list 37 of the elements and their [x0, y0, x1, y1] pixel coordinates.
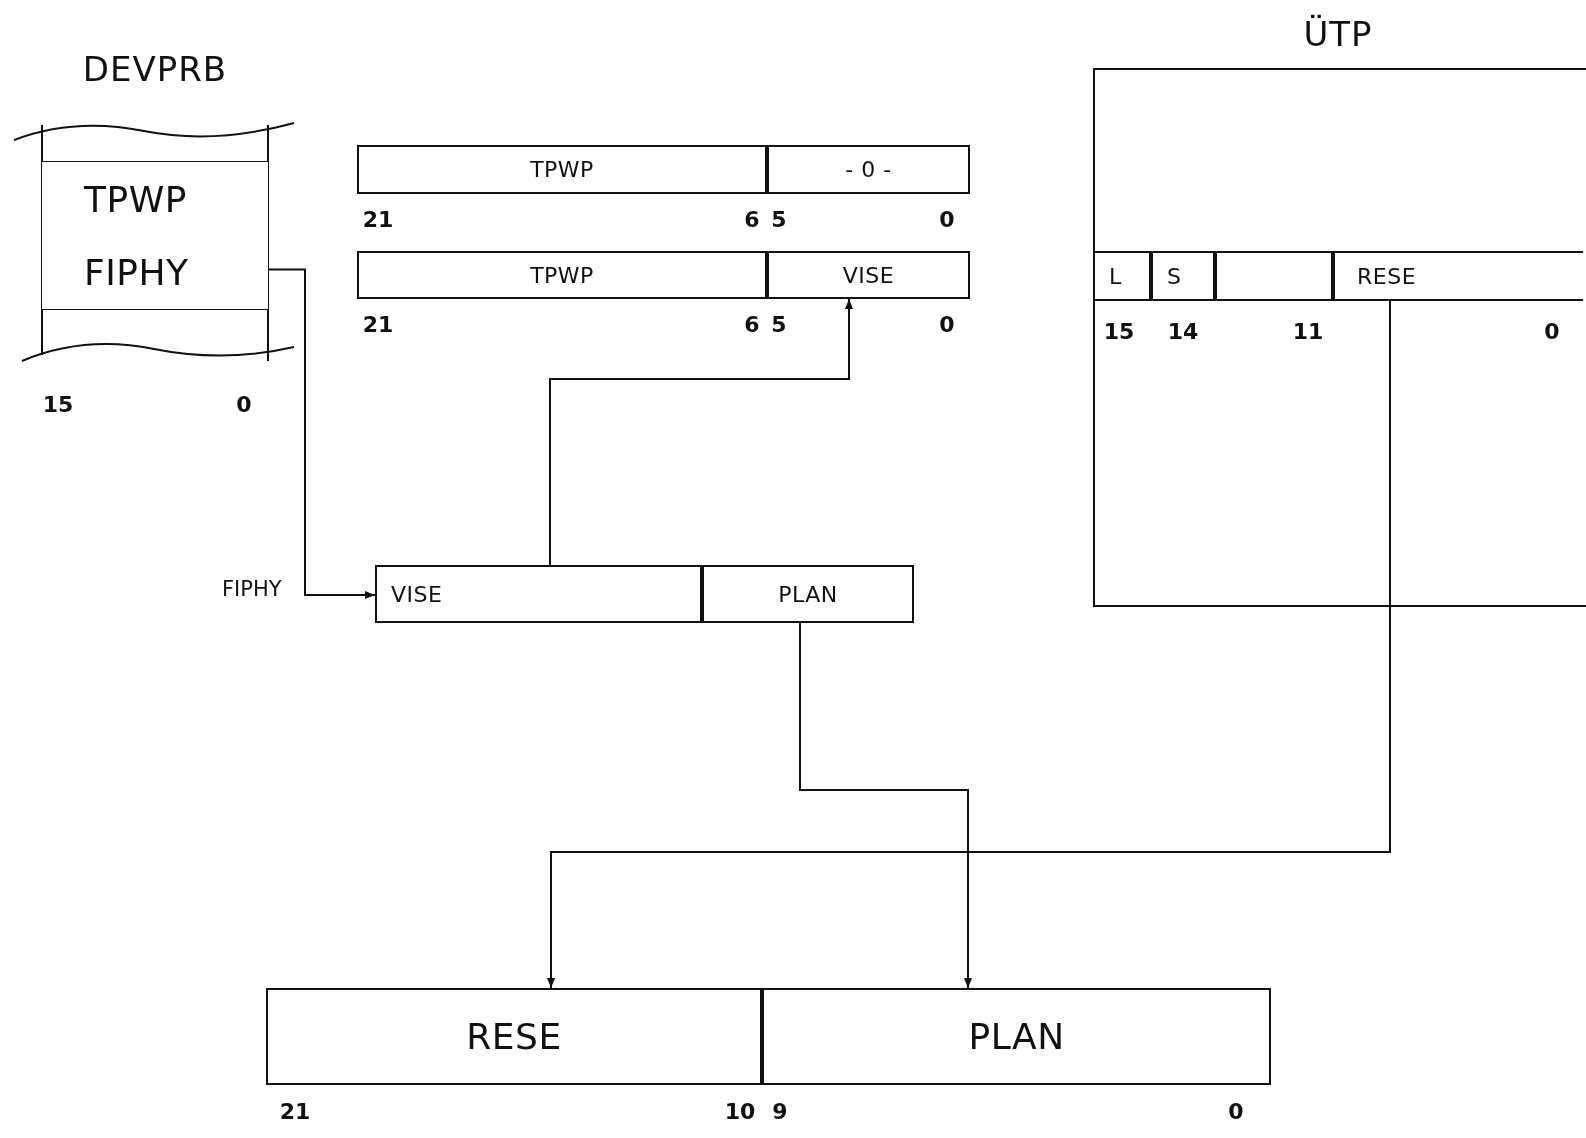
bit-number: 21	[362, 209, 394, 231]
register-field: VISE	[375, 565, 702, 623]
arrow	[549, 298, 853, 566]
register-field: RESE	[266, 988, 762, 1085]
bit-number: 21	[362, 314, 394, 336]
arrow	[267, 268, 376, 599]
stack-cell: FIPHY	[42, 236, 268, 309]
arrow	[799, 622, 972, 989]
register-field: TPWP	[357, 251, 767, 299]
block-title: DEVPRB	[81, 49, 229, 89]
arrow	[547, 300, 1391, 989]
register-field: TPWP	[357, 145, 767, 194]
bit-number: 15	[42, 394, 74, 416]
register-field: PLAN	[762, 988, 1271, 1085]
bit-number: 11	[1292, 321, 1324, 343]
register-field: RESE	[1333, 251, 1583, 301]
bit-number: 0	[939, 209, 955, 231]
bit-number: 14	[1167, 321, 1199, 343]
bit-number: 6	[744, 209, 760, 231]
bit-number: 15	[1103, 321, 1135, 343]
register-field: VISE	[767, 251, 970, 299]
bit-number: 5	[771, 314, 787, 336]
bit-number: 9	[772, 1101, 788, 1123]
block-title: ÜTP	[1302, 14, 1374, 54]
bit-number: 0	[939, 314, 955, 336]
register-field: - 0 -	[767, 145, 970, 194]
register-field: S	[1151, 251, 1215, 301]
stack-cell: TPWP	[42, 162, 268, 236]
bit-number: 10	[724, 1101, 756, 1123]
register-field: L	[1093, 251, 1151, 301]
bit-number: 21	[279, 1101, 311, 1123]
bit-number: 0	[1228, 1101, 1244, 1123]
bit-number: 6	[744, 314, 760, 336]
bit-number: 5	[771, 209, 787, 231]
bit-number: 0	[1544, 321, 1560, 343]
register-field: PLAN	[702, 565, 914, 623]
bit-number: 0	[236, 394, 252, 416]
